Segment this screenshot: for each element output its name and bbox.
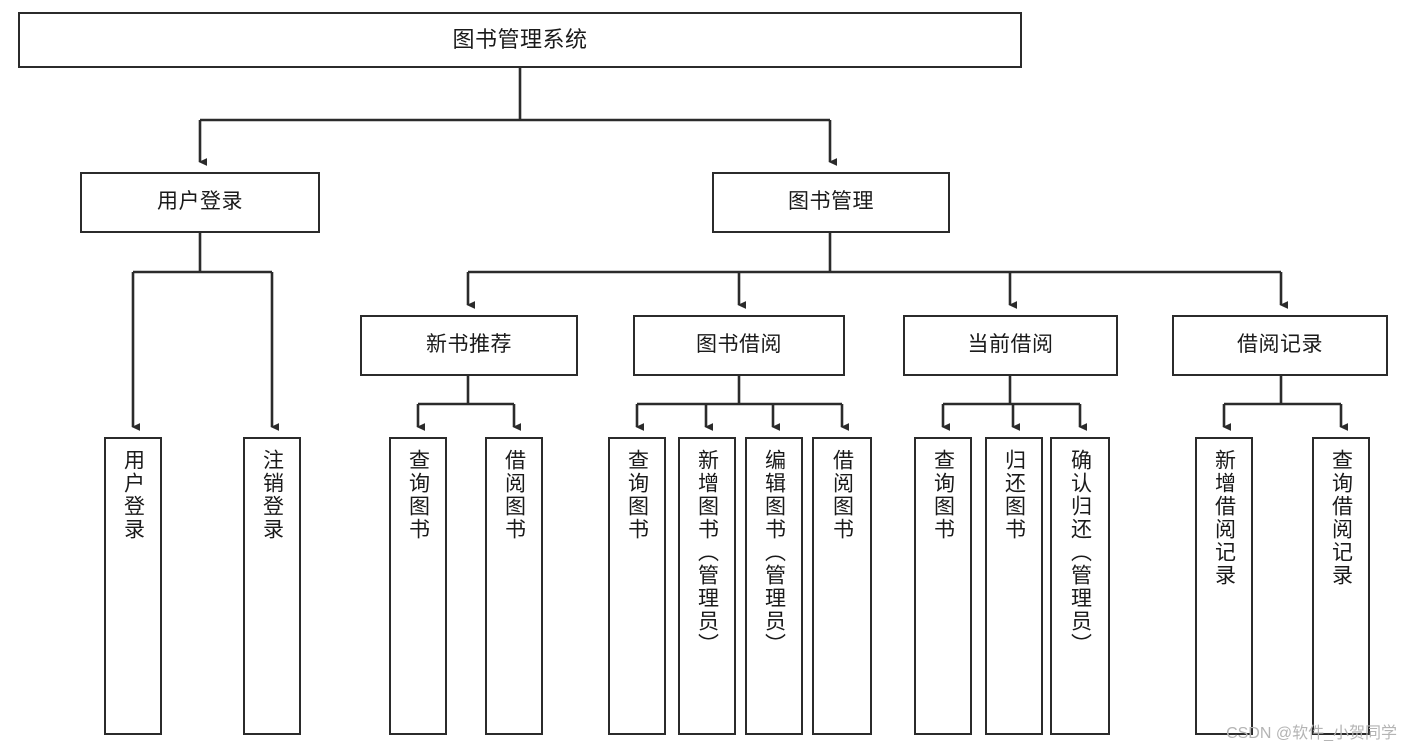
node-leaf-query-book-2-label: 查询图书 [625,449,649,541]
node-borrow-record-label: 借阅记录 [1237,333,1323,357]
node-leaf-add-book-label: 新增图书（管理员） [695,449,719,656]
node-book-management-label: 图书管理 [788,190,874,214]
node-user-login[interactable]: 用户登录 [80,172,320,233]
node-leaf-edit-book[interactable]: 编辑图书（管理员） [745,437,803,735]
node-root-label: 图书管理系统 [452,27,588,53]
node-leaf-query-record-label: 查询借阅记录 [1329,449,1353,587]
node-leaf-borrow-book-2-label: 借阅图书 [830,449,854,541]
node-leaf-user-login[interactable]: 用户登录 [104,437,162,735]
node-leaf-user-logout[interactable]: 注销登录 [243,437,301,735]
node-leaf-confirm-return[interactable]: 确认归还（管理员） [1050,437,1110,735]
node-book-borrow-label: 图书借阅 [696,333,782,357]
node-leaf-query-book-1-label: 查询图书 [406,449,430,541]
node-book-borrow[interactable]: 图书借阅 [633,315,845,376]
node-leaf-borrow-book-2[interactable]: 借阅图书 [812,437,872,735]
node-leaf-confirm-return-label: 确认归还（管理员） [1068,449,1092,656]
node-leaf-add-book[interactable]: 新增图书（管理员） [678,437,736,735]
node-leaf-add-record-label: 新增借阅记录 [1212,449,1236,587]
node-leaf-query-book-3[interactable]: 查询图书 [914,437,972,735]
node-current-borrow-label: 当前借阅 [967,333,1054,357]
node-leaf-query-book-3-label: 查询图书 [931,449,955,541]
node-leaf-user-logout-label: 注销登录 [260,449,284,541]
node-leaf-query-record[interactable]: 查询借阅记录 [1312,437,1370,735]
node-leaf-edit-book-label: 编辑图书（管理员） [762,449,786,656]
node-new-book-recommend[interactable]: 新书推荐 [360,315,578,376]
node-book-management[interactable]: 图书管理 [712,172,950,233]
node-leaf-return-book-label: 归还图书 [1002,449,1026,541]
node-leaf-query-book-2[interactable]: 查询图书 [608,437,666,735]
csdn-watermark: CSDN @软件_小贺同学 [1226,725,1397,742]
node-leaf-return-book[interactable]: 归还图书 [985,437,1043,735]
node-borrow-record[interactable]: 借阅记录 [1172,315,1388,376]
node-leaf-query-book-1[interactable]: 查询图书 [389,437,447,735]
node-leaf-add-record[interactable]: 新增借阅记录 [1195,437,1253,735]
node-leaf-user-login-label: 用户登录 [121,449,145,541]
node-leaf-borrow-book-1-label: 借阅图书 [502,449,526,541]
node-current-borrow[interactable]: 当前借阅 [903,315,1118,376]
node-user-login-label: 用户登录 [157,190,243,214]
node-new-book-recommend-label: 新书推荐 [426,333,512,357]
node-leaf-borrow-book-1[interactable]: 借阅图书 [485,437,543,735]
node-root[interactable]: 图书管理系统 [18,12,1022,68]
